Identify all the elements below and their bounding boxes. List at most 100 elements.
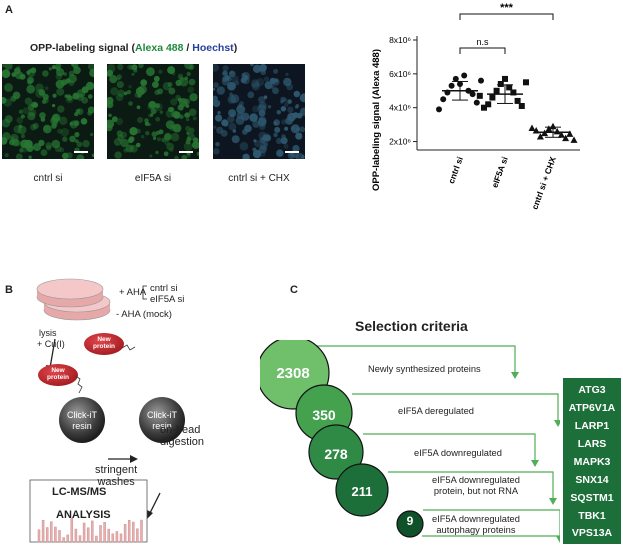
y-tick-label: 8x10⁶: [389, 35, 411, 45]
gene-lars: LARS: [577, 438, 607, 450]
data-point: [497, 81, 504, 87]
caption-eif5a-si: eIF5A si: [134, 173, 172, 184]
title-prefix: OPP-labeling signal (: [30, 42, 136, 54]
data-point: [562, 134, 570, 142]
scale-bar: [179, 151, 193, 153]
new-protein-label: New protein: [92, 336, 116, 350]
selection-funnel: [260, 340, 560, 543]
gene-atp6v1a: ATP6V1A: [568, 402, 616, 414]
caption-cntrl-si-chx: cntrl si + CHX: [228, 173, 290, 184]
mock-label: - AHA (mock): [116, 309, 172, 320]
criterion-protein-not-rna: eIF5A downregulated protein, but not RNA: [432, 475, 520, 496]
new-protein-line2: protein: [92, 343, 116, 350]
y-tick-label: 6x10⁶: [389, 69, 411, 79]
data-point: [502, 75, 508, 82]
data-point: [514, 97, 521, 104]
gene-larp1: LARP1: [574, 420, 610, 432]
cu-label: + Cu(I): [37, 339, 65, 349]
title-sep: /: [183, 42, 193, 54]
scale-bar: [285, 151, 299, 153]
click-it-resin-bead: [59, 397, 105, 443]
washes-line2: washes: [97, 476, 135, 488]
opp-scatter-chart: OPP-labeling signal (Alexa 488) 2x10⁶ 4x1…: [371, 2, 580, 211]
data-point: [469, 91, 476, 98]
data-point: [473, 99, 480, 106]
data-point: [523, 79, 529, 86]
data-point: [436, 106, 442, 113]
cond-eif5a-si: eIF5A si: [150, 294, 185, 305]
cell-culture-dishes: [36, 278, 111, 321]
lysis-label: lysis: [39, 328, 57, 338]
gene-tbk1: TBK1: [578, 510, 606, 522]
data-point: [570, 136, 578, 143]
criterion-downregulated: eIF5A downregulated: [414, 448, 502, 458]
resin-line1: Click-iT: [67, 410, 97, 420]
data-point: [478, 77, 484, 84]
panel-b-letter: B: [5, 284, 13, 296]
gene-list-box: ATG3 ATP6V1A LARP1 LARS MAPK3 SNX14 SQST…: [563, 378, 621, 544]
new-protein-line1: New: [97, 336, 111, 343]
data-point: [440, 96, 447, 103]
aha-label: + AHA: [119, 287, 147, 298]
selection-circle: [335, 463, 389, 517]
selection-circle: [308, 424, 364, 480]
click-it-resin-bead: [139, 397, 185, 443]
data-point: [545, 125, 553, 132]
criterion-newly-synthesized: Newly synthesized proteins: [368, 364, 481, 374]
panel-a-title: OPP-labeling signal (Alexa 488 / Hoechst…: [30, 42, 237, 54]
data-point: [518, 103, 525, 109]
selection-criteria-title: Selection criteria: [355, 318, 468, 334]
data-point: [489, 94, 496, 101]
data-point: [557, 131, 565, 138]
data-point: [448, 82, 455, 89]
count-278: 278: [324, 446, 348, 462]
connector-line: [423, 509, 560, 540]
gene-atg3: ATG3: [578, 384, 606, 396]
title-alexa: Alexa 488: [135, 42, 184, 54]
new-protein-label: New protein: [46, 367, 70, 381]
connector-arrowhead: [556, 536, 560, 543]
x-tick-label: cntrl si: [446, 155, 465, 185]
y-tick-label: 4x10⁶: [389, 103, 411, 113]
title-suffix: ): [233, 42, 238, 54]
micrograph-eif5a-si: [107, 64, 199, 159]
count-350: 350: [312, 407, 336, 423]
panel-a-letter: A: [5, 4, 13, 16]
resin-label-right: Click-iT resin: [139, 410, 185, 432]
new-protein-bound: [38, 364, 83, 394]
connector-line: [310, 345, 516, 376]
resin-label-left: Click-iT resin: [59, 410, 105, 432]
count-2308: 2308: [276, 365, 310, 382]
y-axis-label: OPP-labeling signal (Alexa 488): [371, 49, 382, 191]
data-point: [506, 84, 513, 91]
digestion-line1: on-bead: [160, 424, 201, 436]
data-point: [461, 72, 468, 79]
significance-label: n.s: [476, 37, 489, 47]
connector-line: [388, 471, 554, 502]
caption-cntrl-si: cntrl si: [33, 173, 63, 184]
significance-bracket: [459, 47, 506, 54]
micrograph-cntrl-si: [2, 64, 94, 159]
count-211: 211: [351, 484, 373, 499]
data-point: [452, 75, 459, 82]
criterion-deregulated: eIF5A deregulated: [398, 406, 474, 416]
micrograph-cntrl-si-chx: [213, 64, 305, 159]
cond-cntrl-si: cntrl si: [150, 283, 178, 294]
data-point: [536, 132, 544, 140]
digestion-line2: digestion: [160, 436, 205, 448]
new-protein-line2: protein: [46, 374, 70, 381]
resin-line2: resin: [72, 421, 92, 431]
data-point: [566, 130, 574, 137]
data-point: [476, 92, 483, 99]
new-protein-molecule: [84, 333, 136, 355]
y-tick-label: 2x10⁶: [389, 137, 411, 147]
workflow-diagram: [29, 278, 185, 543]
washes-line1: stringent: [95, 464, 138, 476]
data-point: [510, 89, 517, 96]
new-protein-line1: New: [51, 367, 65, 374]
resin-line2: resin: [152, 421, 172, 431]
selection-circle: [396, 510, 424, 538]
count-9: 9: [406, 514, 414, 528]
connector-line: [352, 393, 559, 424]
data-point: [481, 104, 487, 111]
